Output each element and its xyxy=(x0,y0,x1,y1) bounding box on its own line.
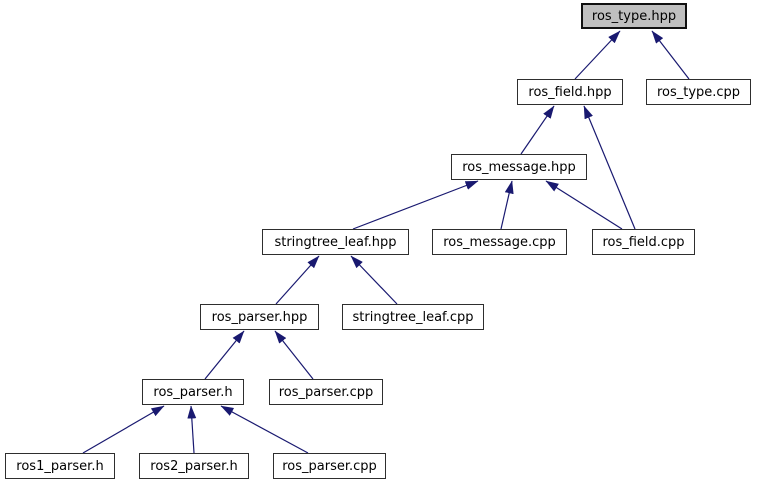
graph-edge-ros_parser_cpp_bottom-to-ros_parser_h xyxy=(220,405,309,454)
graph-edge-ros2_parser_h-to-ros_parser_h xyxy=(187,405,197,454)
graph-edge-ros_type_cpp-to-ros_type_hpp xyxy=(651,30,690,80)
graph-node-ros-message-hpp[interactable]: ros_message.hpp xyxy=(451,154,587,180)
graph-edge-ros_parser_hpp-to-stringtree_leaf_hpp xyxy=(275,255,320,305)
graph-edge-ros_parser_h-to-ros_parser_hpp xyxy=(204,330,245,380)
graph-node-ros-parser-hpp[interactable]: ros_parser.hpp xyxy=(200,304,319,330)
graph-edge-stringtree_leaf_hpp-to-ros_message_hpp xyxy=(352,180,479,230)
graph-edge-ros_message_cpp-to-ros_message_hpp xyxy=(500,180,514,230)
graph-node-ros-type-cpp[interactable]: ros_type.cpp xyxy=(646,79,751,105)
graph-node-ros-field-hpp[interactable]: ros_field.hpp xyxy=(517,79,623,105)
graph-node-ros2-parser-h[interactable]: ros2_parser.h xyxy=(139,453,249,479)
graph-node-ros-type-hpp[interactable]: ros_type.hpp xyxy=(581,3,687,29)
graph-node-ros-parser-cpp-bottom[interactable]: ros_parser.cpp xyxy=(273,453,386,479)
graph-edge-ros_message_hpp-to-ros_field_hpp xyxy=(520,105,555,155)
graph-node-ros-parser-cpp-mid[interactable]: ros_parser.cpp xyxy=(269,379,383,405)
graph-edge-ros1_parser_h-to-ros_parser_h xyxy=(82,405,165,454)
graph-node-ros-field-cpp[interactable]: ros_field.cpp xyxy=(592,229,695,255)
graph-node-ros1-parser-h[interactable]: ros1_parser.h xyxy=(5,453,115,479)
graph-edge-ros_parser_cpp_mid-to-ros_parser_hpp xyxy=(274,330,314,380)
graph-node-stringtree-leaf-cpp[interactable]: stringtree_leaf.cpp xyxy=(342,304,484,330)
graph-node-ros-parser-h[interactable]: ros_parser.h xyxy=(142,379,244,405)
graph-edge-ros_field_cpp-to-ros_message_hpp xyxy=(545,180,623,230)
graph-edge-ros_field_cpp-to-ros_field_hpp xyxy=(583,105,636,230)
graph-node-stringtree-leaf-hpp[interactable]: stringtree_leaf.hpp xyxy=(262,229,409,255)
graph-edge-ros_field_hpp-to-ros_type_hpp xyxy=(574,30,621,80)
graph-edge-stringtree_leaf_cpp-to-stringtree_leaf_hpp xyxy=(350,255,398,305)
graph-node-ros-message-cpp[interactable]: ros_message.cpp xyxy=(432,229,567,255)
